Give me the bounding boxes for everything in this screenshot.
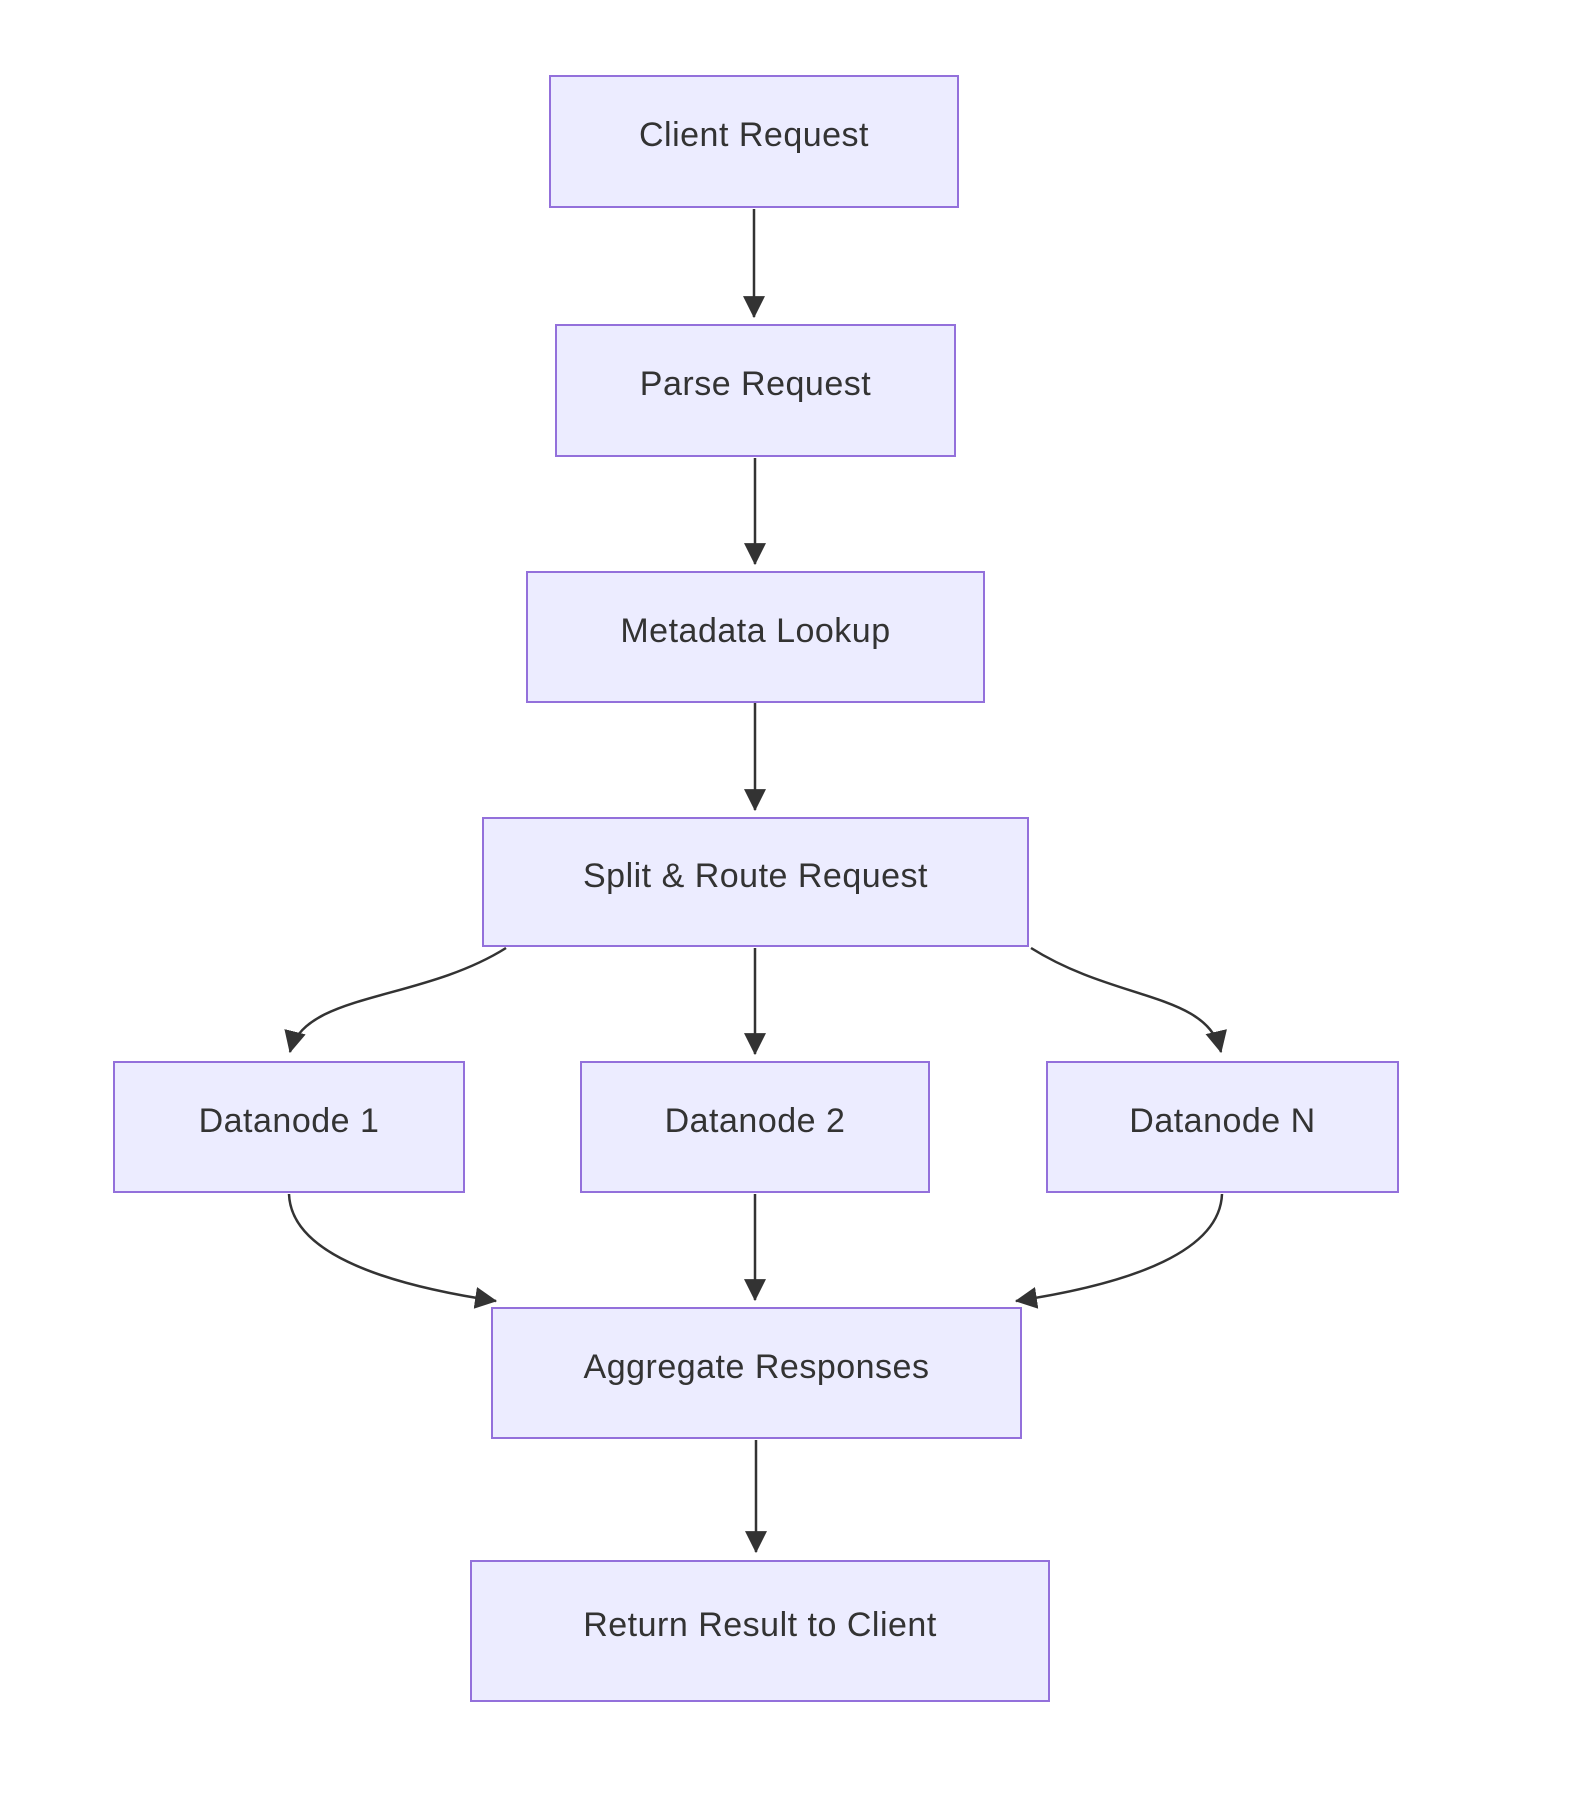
edge-datanode-n-to-aggregate-responses bbox=[1014, 1193, 1224, 1309]
node-return-result: Return Result to Client bbox=[470, 1560, 1050, 1702]
node-datanode-1-label: Datanode 1 bbox=[198, 1101, 380, 1140]
node-return-result-label: Return Result to Client bbox=[583, 1605, 937, 1644]
node-datanode-n-label: Datanode N bbox=[1129, 1101, 1316, 1140]
node-datanode-2-label: Datanode 2 bbox=[664, 1101, 846, 1140]
node-split-route-request: Split & Route Request bbox=[482, 817, 1029, 947]
node-datanode-n: Datanode N bbox=[1046, 1061, 1399, 1193]
node-metadata-lookup-label: Metadata Lookup bbox=[620, 611, 891, 650]
node-aggregate-responses: Aggregate Responses bbox=[491, 1307, 1022, 1439]
node-aggregate-responses-label: Aggregate Responses bbox=[583, 1347, 930, 1386]
node-datanode-1: Datanode 1 bbox=[113, 1061, 465, 1193]
node-parse-request-label: Parse Request bbox=[639, 365, 872, 404]
node-datanode-2: Datanode 2 bbox=[580, 1061, 930, 1193]
edge-split-route-request-to-datanode-n bbox=[1030, 946, 1227, 1054]
node-client-request-label: Client Request bbox=[638, 116, 869, 155]
edge-split-route-request-to-datanode-1 bbox=[284, 946, 507, 1054]
node-parse-request: Parse Request bbox=[555, 324, 956, 457]
node-client-request: Client Request bbox=[549, 75, 959, 208]
node-split-route-request-label: Split & Route Request bbox=[582, 856, 929, 895]
node-metadata-lookup: Metadata Lookup bbox=[526, 571, 985, 703]
edge-datanode-1-to-aggregate-responses bbox=[287, 1193, 498, 1309]
